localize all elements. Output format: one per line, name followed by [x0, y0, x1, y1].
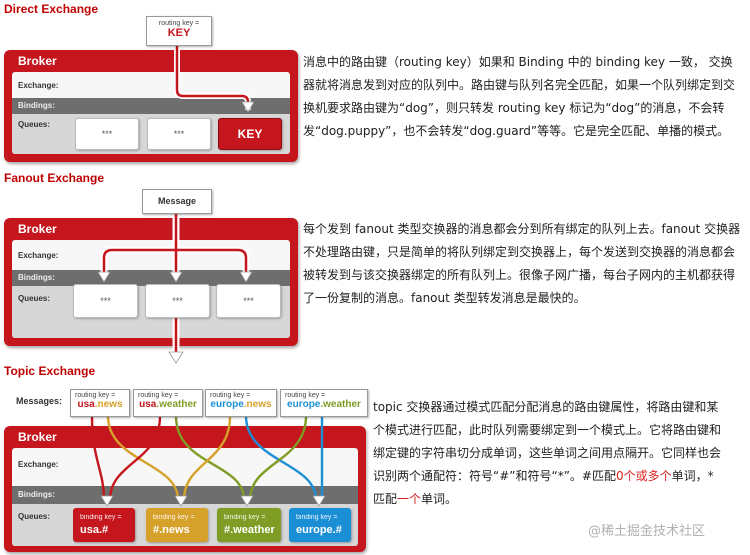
fanout-queue-1: ***	[73, 284, 138, 318]
topic-desc-part1: topic 交换器通过模式匹配分配消息的路由键属性，将路由键和某个模式进行匹配，…	[373, 400, 722, 483]
fanout-exchange-title: Fanout Exchange	[4, 171, 105, 185]
direct-queue-key: KEY	[218, 118, 282, 150]
broker-title: Broker	[18, 54, 57, 68]
fanout-message-note: Message	[142, 189, 212, 214]
queues-label: Queues:	[18, 294, 51, 303]
direct-queue-2: ***	[147, 118, 211, 150]
bindings-bar: Bindings:	[12, 270, 290, 286]
broker-title: Broker	[18, 430, 57, 444]
exchange-label: Exchange:	[18, 81, 59, 90]
note-routing-key: usa.news	[77, 399, 123, 410]
bindings-label: Bindings:	[18, 101, 55, 110]
queues-label: Queues:	[18, 512, 51, 521]
watermark: @稀土掘金技术社区	[588, 524, 706, 539]
messages-label: Messages:	[16, 396, 63, 406]
direct-queue-1: ***	[75, 118, 139, 150]
binding-key-value: europe.#	[296, 524, 342, 536]
direct-exchange-title: Direct Exchange	[4, 2, 99, 16]
topic-exchange-title: Topic Exchange	[4, 364, 96, 378]
broker-title: Broker	[18, 222, 57, 236]
binding-key-value: usa.#	[80, 524, 109, 536]
note-routing-label: routing key =	[138, 392, 179, 399]
queues-label: Queues:	[18, 120, 51, 129]
topic-desc-part3: 单词。	[421, 492, 458, 506]
binding-key-label: binding key =	[224, 514, 266, 521]
topic-queue-weather: binding key = #.weather	[217, 508, 281, 542]
note-routing-label: routing key =	[158, 20, 200, 27]
note-routing-key: europe.weather	[287, 399, 361, 410]
binding-key-label: binding key =	[153, 514, 195, 521]
note-routing-label: routing key =	[210, 392, 251, 399]
bindings-bar: Bindings:	[12, 98, 290, 114]
fanout-queue-2: ***	[145, 284, 210, 318]
binding-key-value: #.weather	[224, 524, 275, 536]
topic-msg-usa-news: routing key = usa.news	[70, 389, 130, 417]
binding-key-label: binding key =	[80, 514, 122, 521]
direct-description: 消息中的路由键（routing key）如果和 Binding 中的 bindi…	[303, 55, 736, 138]
topic-queue-europe: binding key = europe.#	[289, 508, 351, 542]
note-routing-label: routing key =	[75, 392, 116, 399]
bindings-label: Bindings:	[18, 273, 55, 282]
topic-queue-usa: binding key = usa.#	[73, 508, 135, 542]
topic-msg-europe-news: routing key = europe.news	[205, 389, 277, 417]
topic-desc-highlight-1: 0个或多个	[615, 469, 672, 483]
fanout-queue-3: ***	[216, 284, 281, 318]
topic-description: topic 交换器通过模式匹配分配消息的路由键属性，将路由键和某个模式进行匹配，…	[373, 396, 721, 511]
topic-desc-highlight-2: 一个	[397, 492, 422, 506]
topic-msg-usa-weather: routing key = usa.weather	[133, 389, 203, 417]
note-routing-key: europe.news	[210, 399, 272, 410]
exchange-label: Exchange:	[18, 460, 59, 469]
bindings-label: Bindings:	[18, 490, 55, 499]
binding-key-label: binding key =	[296, 514, 338, 521]
fanout-description: 每个发到 fanout 类型交换器的消息都会分到所有绑定的队列上去。fanout…	[303, 222, 741, 305]
fanout-message-label: Message	[157, 196, 197, 206]
exchange-label: Exchange:	[18, 251, 59, 260]
note-routing-key: usa.weather	[139, 399, 197, 410]
topic-queue-news: binding key = #.news	[146, 508, 208, 542]
note-routing-key: KEY	[167, 27, 191, 39]
binding-key-value: #.news	[153, 524, 190, 536]
direct-message-note: routing key = KEY	[146, 16, 212, 46]
topic-msg-europe-weather: routing key = europe.weather	[280, 389, 368, 417]
note-routing-label: routing key =	[285, 392, 326, 399]
topic-desc-part2: 单词，*匹配	[373, 469, 714, 506]
